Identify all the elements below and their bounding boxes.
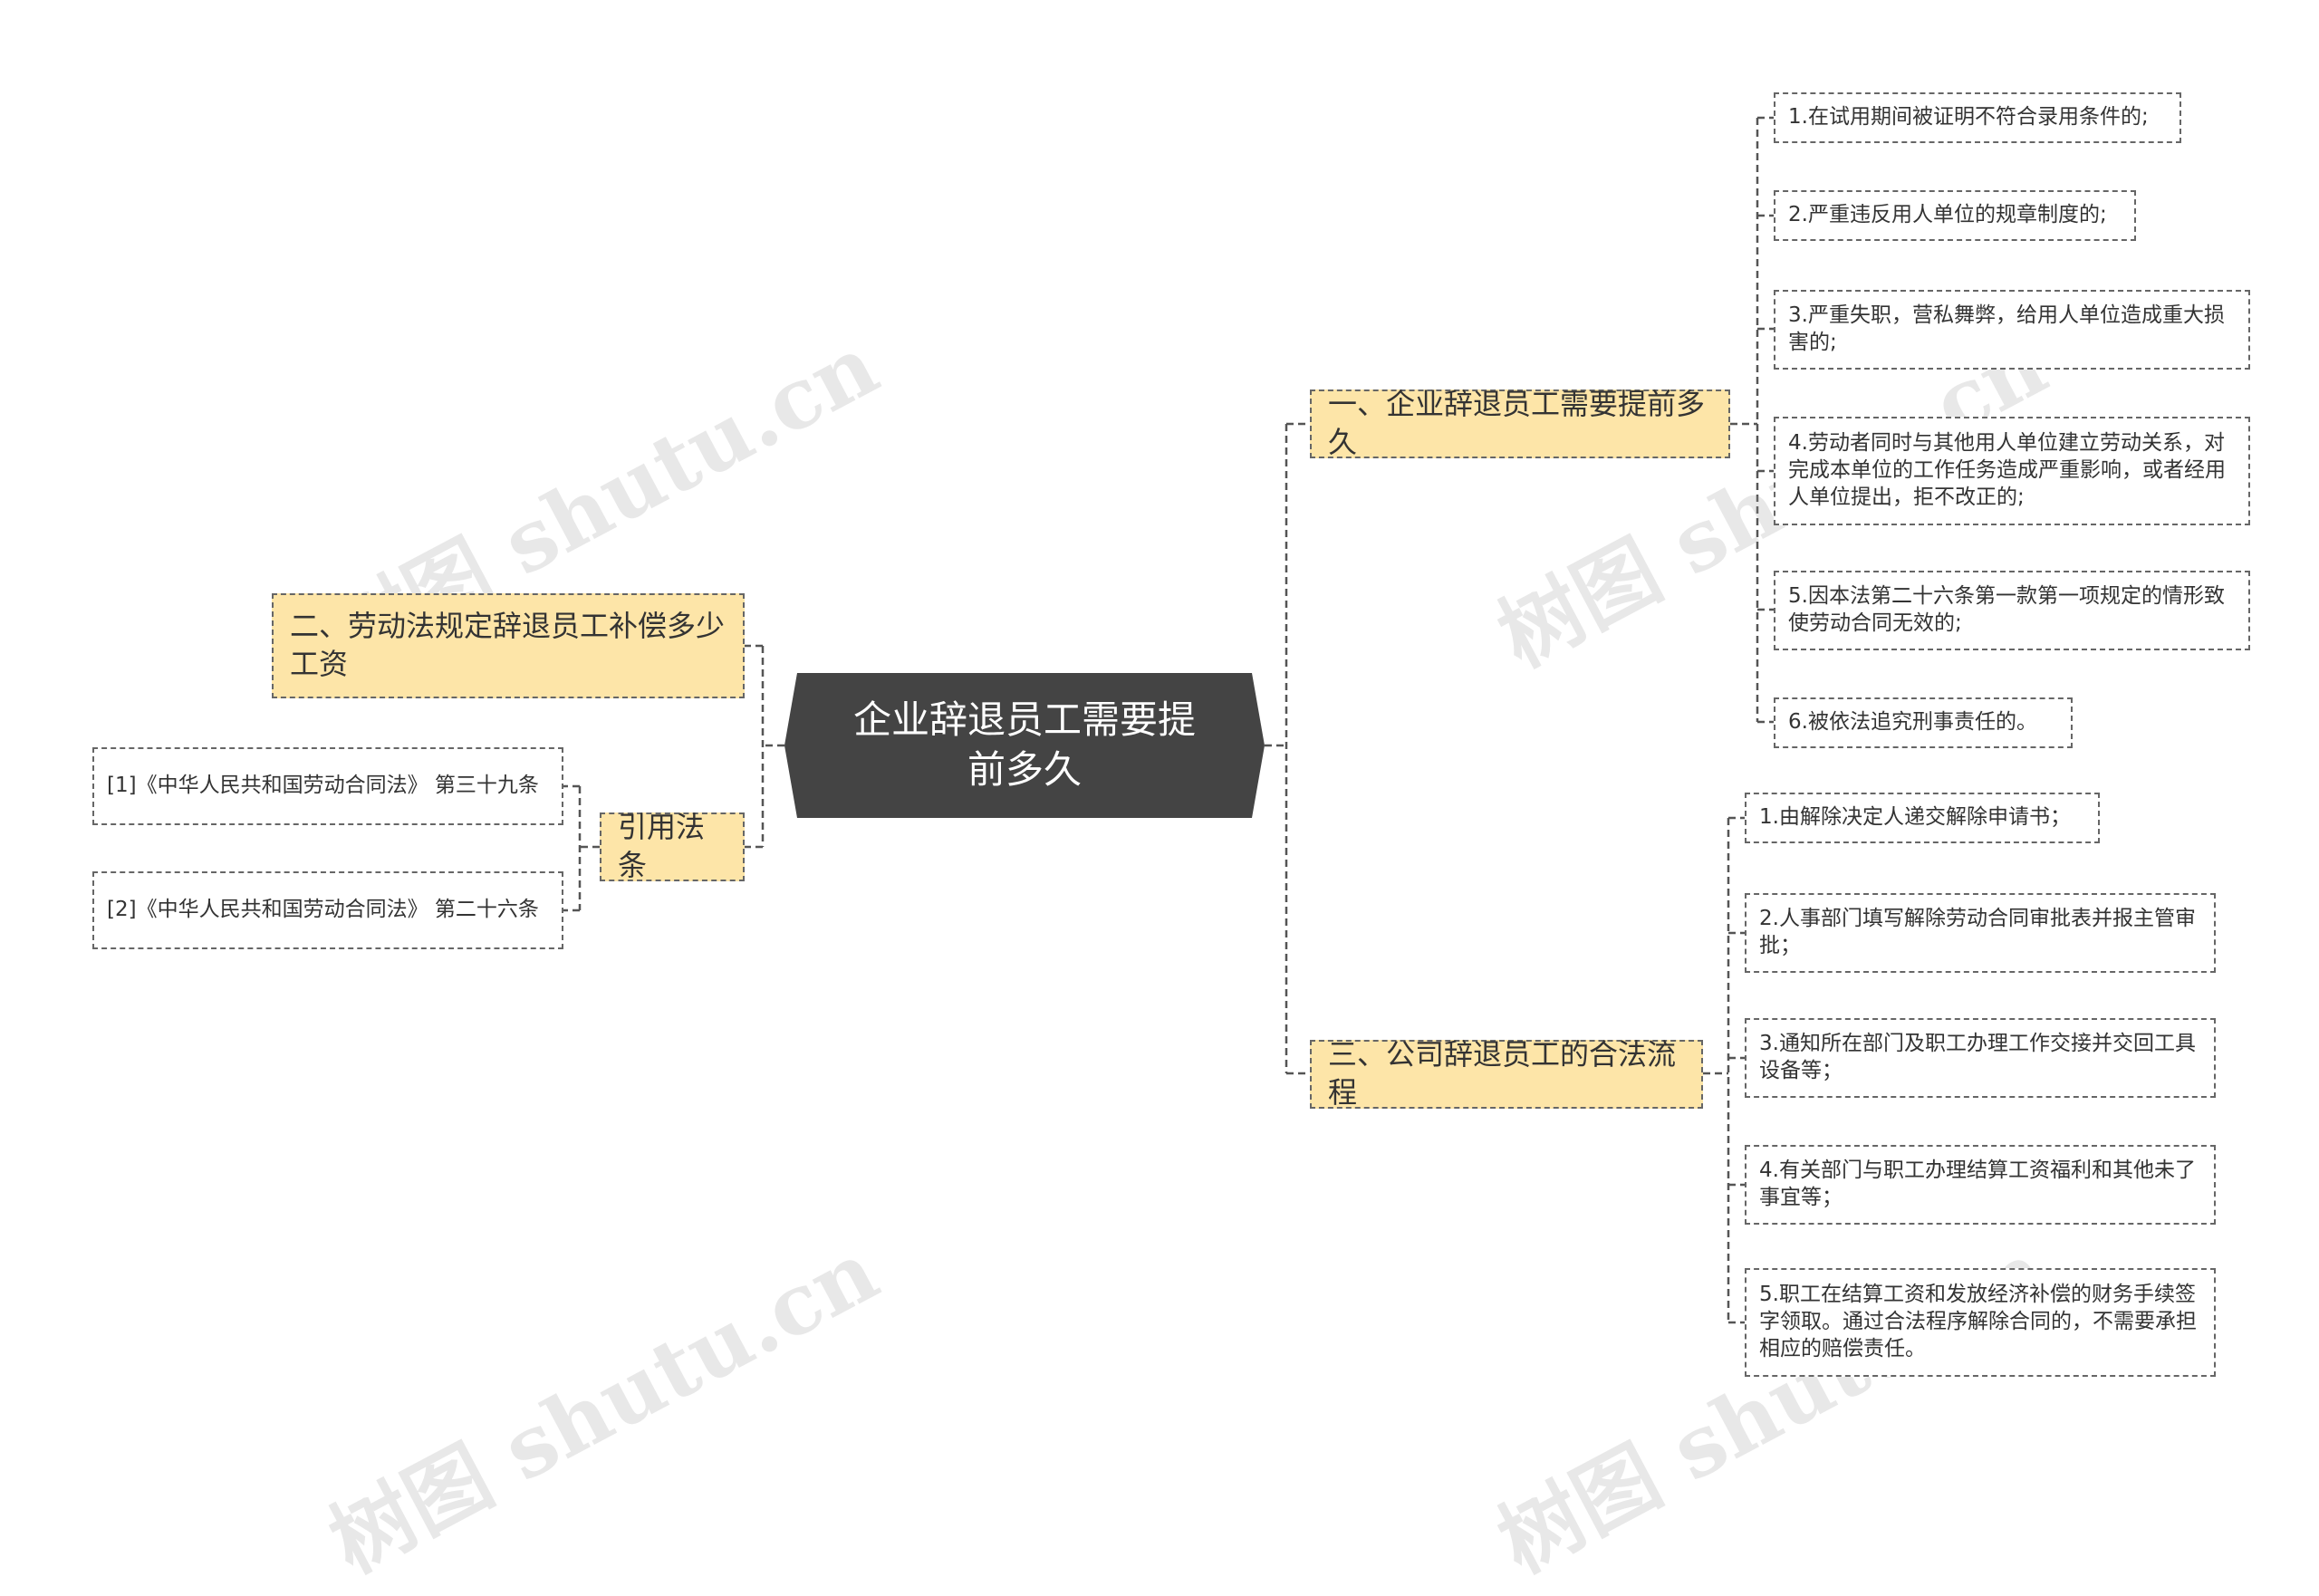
branch3-item-4[interactable]: 4.有关部门与职工办理结算工资福利和其他未了事宜等； [1745, 1145, 2216, 1225]
refs-item-1[interactable]: [1]《中华人民共和国劳动合同法》 第三十九条 [92, 747, 563, 825]
branch3-item-3[interactable]: 3.通知所在部门及职工办理工作交接并交回工具设备等； [1745, 1018, 2216, 1098]
branch1-item-2[interactable]: 2.严重违反用人单位的规章制度的; [1774, 190, 2136, 241]
branch3-item-5[interactable]: 5.职工在结算工资和发放经济补偿的财务手续签字领取。通过合法程序解除合同的，不需… [1745, 1268, 2216, 1377]
branch1-item-1[interactable]: 1.在试用期间被证明不符合录用条件的; [1774, 92, 2181, 143]
mindmap-canvas: 树图 shutu.cn 树图 shutu.cn 树图 shutu.cn 树图 s… [92, 92, 2250, 1591]
branch-topic-2[interactable]: 二、劳动法规定辞退员工补偿多少工资 [272, 593, 745, 698]
branch-topic-3[interactable]: 三、公司辞退员工的合法流程 [1310, 1037, 1703, 1110]
branch1-item-4[interactable]: 4.劳动者同时与其他用人单位建立劳动关系，对完成本单位的工作任务造成严重影响，或… [1774, 417, 2250, 525]
branch-topic-refs[interactable]: 引用法条 [600, 810, 745, 882]
branch1-item-3[interactable]: 3.严重失职，营私舞弊，给用人单位造成重大损害的; [1774, 290, 2250, 370]
root-topic[interactable]: 企业辞退员工需要提前多久 [784, 673, 1265, 818]
branch3-item-2[interactable]: 2.人事部门填写解除劳动合同审批表并报主管审批； [1745, 893, 2216, 973]
branch1-item-5[interactable]: 5.因本法第二十六条第一款第一项规定的情形致使劳动合同无效的; [1774, 571, 2250, 650]
branch3-item-1[interactable]: 1.由解除决定人递交解除申请书； [1745, 793, 2100, 843]
connector-lines [563, 116, 1774, 1324]
branch1-item-6[interactable]: 6.被依法追究刑事责任的。 [1774, 697, 2073, 748]
branch-topic-1[interactable]: 一、企业辞退员工需要提前多久 [1310, 387, 1730, 459]
refs-item-2[interactable]: [2]《中华人民共和国劳动合同法》 第二十六条 [92, 871, 563, 949]
